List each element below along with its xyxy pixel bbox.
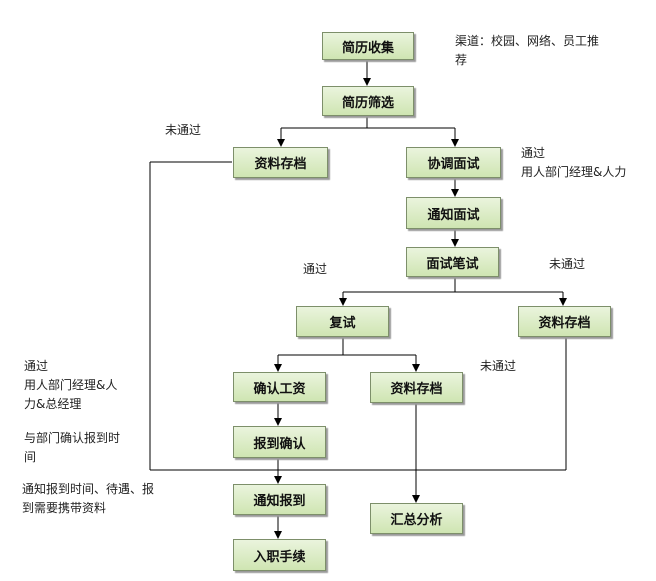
note-passed-2: 通过: [303, 262, 328, 276]
node-summary-analysis: 汇总分析: [370, 503, 463, 534]
node-resume-collect: 简历收集: [322, 32, 414, 60]
note-not-passed-2: 未通过: [549, 257, 586, 271]
note-channel: 渠道：校园、网络、员工推 荐: [455, 32, 599, 70]
node-resume-screen: 简历筛选: [322, 86, 414, 116]
note-passed-1-line1: 通过: [521, 146, 546, 160]
node-report-confirm: 报到确认: [233, 426, 326, 458]
note-not-passed-1: 未通过: [165, 123, 202, 137]
node-notify-interview: 通知面试: [406, 197, 501, 229]
note-channel-line2: 荐: [455, 53, 468, 67]
node-coordinate-interview: 协调面试: [406, 147, 501, 178]
node-archive-3: 资料存档: [370, 372, 463, 403]
note-notify-details: 通知报到时间、待遇、报 到需要携带资料: [22, 480, 154, 518]
node-archive-2: 资料存档: [518, 306, 611, 337]
note-confirm-time: 与部门确认报到时 间: [24, 429, 120, 467]
note-confirm-time-line2: 间: [24, 450, 37, 464]
note-not-passed-3: 未通过: [480, 359, 517, 373]
node-notify-report: 通知报到: [233, 484, 326, 515]
note-notify-details-line1: 通知报到时间、待遇、报: [22, 482, 155, 496]
node-reinterview: 复试: [296, 306, 389, 337]
note-notify-details-line2: 到需要携带资料: [22, 501, 107, 515]
note-passed-3-line3: 力&总经理: [24, 397, 82, 411]
node-archive-1: 资料存档: [233, 147, 328, 178]
note-passed-1-line2: 用人部门经理&人力: [521, 165, 627, 179]
node-confirm-salary: 确认工资: [233, 372, 326, 402]
node-interview-test: 面试笔试: [406, 247, 499, 277]
note-passed-3-line2: 用人部门经理&人: [24, 378, 118, 392]
note-passed-3-line1: 通过: [24, 359, 49, 373]
note-passed-1: 通过 用人部门经理&人力: [521, 144, 626, 182]
note-confirm-time-line1: 与部门确认报到时: [24, 431, 121, 445]
note-channel-line1: 渠道：校园、网络、员工推: [455, 34, 600, 48]
note-passed-3: 通过 用人部门经理&人 力&总经理: [24, 357, 117, 414]
node-onboarding: 入职手续: [233, 539, 326, 571]
